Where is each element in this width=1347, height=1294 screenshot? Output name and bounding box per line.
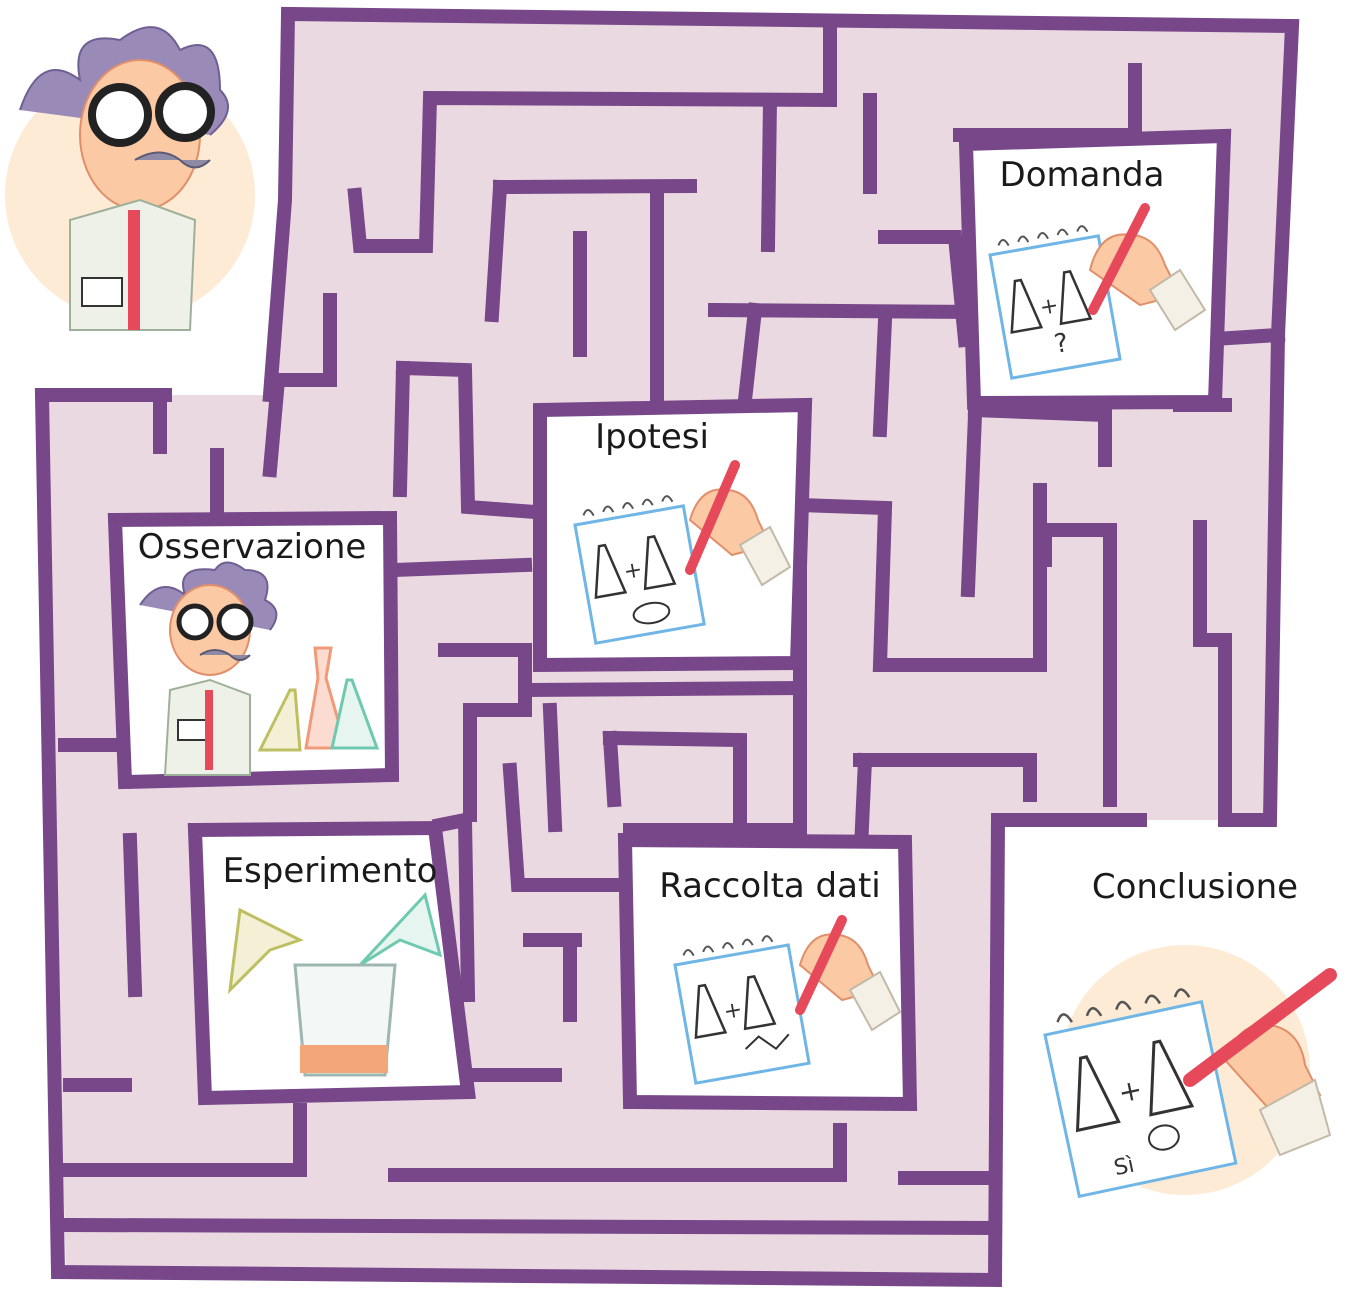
station-label-esperimento: Esperimento: [223, 851, 438, 891]
station-label-osservazione: Osservazione: [138, 527, 367, 567]
station-label-domanda: Domanda: [1000, 155, 1165, 195]
notebook-icon: + ?: [988, 225, 1122, 380]
flask-icon: [694, 975, 777, 1039]
station-card-ipotesi: Ipotesi +: [533, 397, 813, 673]
beaker-icon: [293, 963, 397, 1077]
pencil-icon: [1183, 968, 1337, 1087]
station-label-conclusione: Conclusione: [1092, 867, 1298, 907]
station-label-raccolta-dati: Raccolta dati: [659, 866, 881, 906]
flask-icon: [594, 535, 677, 599]
station-card-raccolta-dati: Raccolta dati +: [617, 832, 918, 1112]
svg-text:?: ?: [1052, 328, 1071, 360]
pencil-icon: [795, 915, 847, 1015]
pencil-icon: [685, 460, 740, 575]
svg-text:+: +: [722, 997, 744, 1025]
hand-icon: [1088, 203, 1207, 332]
station-card-domanda: Domanda + ?: [958, 128, 1232, 411]
pencil-icon: [1088, 203, 1150, 315]
station-card-esperimento: Esperimento: [187, 820, 476, 1106]
notebook-icon: +: [673, 935, 811, 1085]
notebook-icon: + Sì: [1043, 988, 1238, 1199]
flask-icon: [1075, 1039, 1195, 1133]
maze-outer-wall: [34, 6, 1300, 1288]
flask-icon: [257, 646, 380, 752]
flask-icon: [1010, 269, 1093, 334]
hand-icon: [795, 915, 902, 1032]
svg-text:+: +: [1038, 293, 1060, 321]
station-card-osservazione: Osservazione: [107, 510, 400, 790]
station-conclusione: Conclusione + Sì: [1043, 867, 1337, 1199]
flask-icon: [227, 891, 443, 995]
hand-icon: [685, 460, 792, 587]
hand-icon: [1183, 968, 1337, 1157]
svg-text:+: +: [622, 557, 644, 585]
scientist-icon: [139, 561, 278, 776]
scientist-icon: [5, 26, 255, 331]
station-label-ipotesi: Ipotesi: [595, 417, 709, 457]
